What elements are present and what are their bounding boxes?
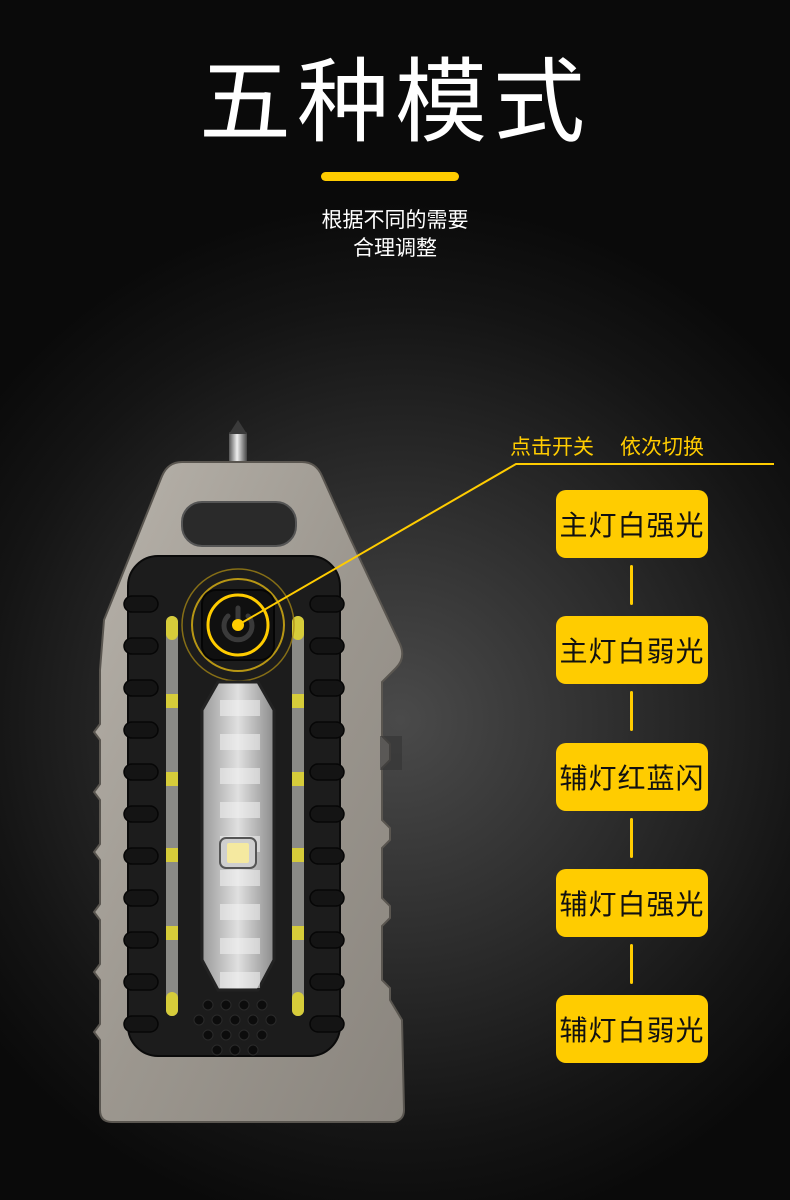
side-light-strip-left	[166, 616, 178, 1016]
mode-badge-1: 主灯白强光	[556, 490, 708, 558]
mode-connector	[630, 944, 633, 984]
grip-dots	[193, 999, 277, 1056]
mode-badge-4: 辅灯白强光	[556, 869, 708, 937]
main-lens	[200, 680, 276, 992]
title-underline	[321, 172, 459, 181]
mode-badge-2: 主灯白弱光	[556, 616, 708, 684]
page-title: 五种模式	[198, 49, 591, 156]
subtitle-line-1: 根据不同的需要	[321, 208, 469, 232]
callout-label-cycle: 依次切换	[620, 435, 704, 459]
mode-badge-3: 辅灯红蓝闪	[556, 743, 708, 811]
keychain-flashlight-image	[92, 420, 406, 1123]
mode-connector	[630, 691, 633, 731]
mode-badge-5: 辅灯白弱光	[556, 995, 708, 1063]
grip-ribs-left	[123, 595, 159, 1033]
callout-label: 点击开关 依次切换	[510, 433, 704, 461]
subtitle-line-2: 合理调整	[353, 236, 437, 260]
callout-label-click-switch: 点击开关	[510, 435, 594, 459]
mode-connector	[630, 565, 633, 605]
subtitle: 根据不同的需要 合理调整	[0, 206, 790, 262]
lanyard-slot	[181, 501, 297, 547]
side-light-strip-right	[292, 616, 304, 1016]
glass-breaker-pin	[229, 420, 247, 462]
mode-connector	[630, 818, 633, 858]
